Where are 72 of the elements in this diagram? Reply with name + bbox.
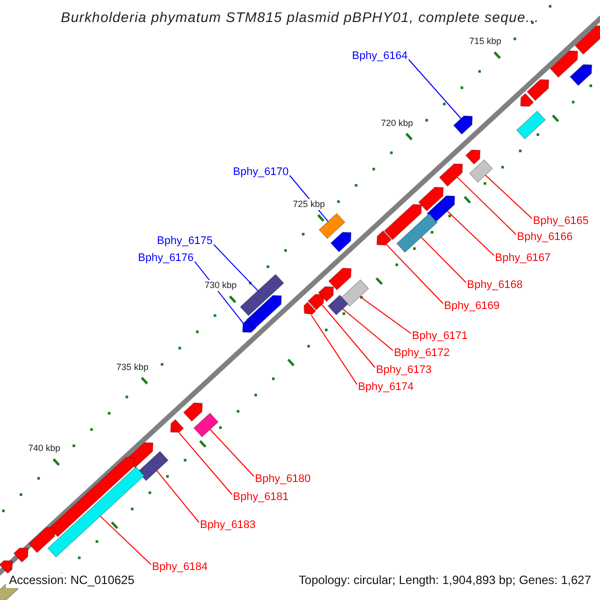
gene-feature <box>193 412 219 438</box>
gene-feature <box>318 286 334 302</box>
gene-feature <box>426 195 456 223</box>
scale-label: 720 kbp <box>380 118 414 129</box>
scale-label: 730 kbp <box>204 280 238 292</box>
gene-label: Bphy_6181 <box>233 491 289 504</box>
gene-label: Bphy_6180 <box>255 473 311 486</box>
gene-feature <box>28 527 56 554</box>
scale-label: 740 kbp <box>27 443 62 454</box>
gene-label: Bphy_6165 <box>533 215 589 228</box>
leader-line <box>213 244 258 292</box>
leader-line <box>456 176 516 235</box>
gene-label: Bphy_6183 <box>200 519 256 532</box>
leader-line <box>100 516 152 565</box>
gene-feature <box>47 466 145 558</box>
gene-feature <box>48 456 135 538</box>
gene-feature <box>469 159 493 183</box>
leader-line <box>408 59 462 119</box>
gene-feature <box>330 232 352 252</box>
scale-label: 715 kbp <box>468 36 502 48</box>
gene-feature <box>465 150 481 165</box>
gene-feature <box>328 268 352 290</box>
leader-line <box>484 174 532 219</box>
leader-line <box>321 304 376 368</box>
gene-feature <box>307 294 324 310</box>
gene-feature <box>453 115 473 135</box>
gene-feature <box>384 204 422 240</box>
gene-feature <box>438 163 463 187</box>
gene-label: Bphy_6166 <box>517 231 573 244</box>
gene-label: Bphy_6173 <box>376 364 432 377</box>
gene-feature <box>550 50 578 78</box>
scale-label: 735 kbp <box>115 362 150 373</box>
gene-label: Bphy_6175 <box>157 235 213 248</box>
leader-line <box>446 210 494 256</box>
leader-line <box>342 308 394 351</box>
gene-feature <box>0 560 13 574</box>
title: Burkholderia phymatum STM815 plasmid pBPHY01, complete seque... <box>60 9 540 25</box>
gene-label: Bphy_6170 <box>233 166 289 179</box>
gene-label: Bphy_6172 <box>394 347 450 360</box>
leader-line <box>386 244 444 304</box>
gene-label: Bphy_6176 <box>138 252 194 265</box>
leader-line <box>210 428 254 477</box>
gene-feature <box>170 418 184 433</box>
gene-feature <box>246 295 282 330</box>
gene-feature <box>570 64 592 86</box>
gene-label: Bphy_6164 <box>352 50 408 63</box>
gene-label: Bphy_6184 <box>152 561 208 574</box>
leader-line <box>360 296 412 334</box>
gene-label: Bphy_6174 <box>358 381 414 394</box>
gene-feature <box>396 213 438 253</box>
gene-feature <box>574 25 600 55</box>
gene-feature <box>520 92 534 107</box>
leader-line <box>310 314 358 385</box>
scale-label: 725 kbp <box>292 198 326 210</box>
leader-line <box>178 432 232 495</box>
gene-label: Bphy_6168 <box>467 279 523 292</box>
gene-feature <box>340 279 370 307</box>
gene-feature <box>13 548 29 563</box>
gene-feature <box>318 212 346 240</box>
leader-line <box>156 470 200 523</box>
gene-feature <box>327 294 349 316</box>
gene-feature <box>240 274 284 316</box>
gene-label: Bphy_6171 <box>412 330 468 343</box>
gene-feature <box>376 230 392 246</box>
gene-feature <box>304 302 316 315</box>
gene-feature <box>526 79 550 102</box>
gene-feature <box>183 402 203 422</box>
gene-label: Bphy_6167 <box>495 252 551 265</box>
gene-feature <box>516 110 546 140</box>
gene-feature <box>418 186 444 212</box>
gene-label: Bphy_6169 <box>444 300 500 313</box>
gene-feature <box>137 450 169 482</box>
